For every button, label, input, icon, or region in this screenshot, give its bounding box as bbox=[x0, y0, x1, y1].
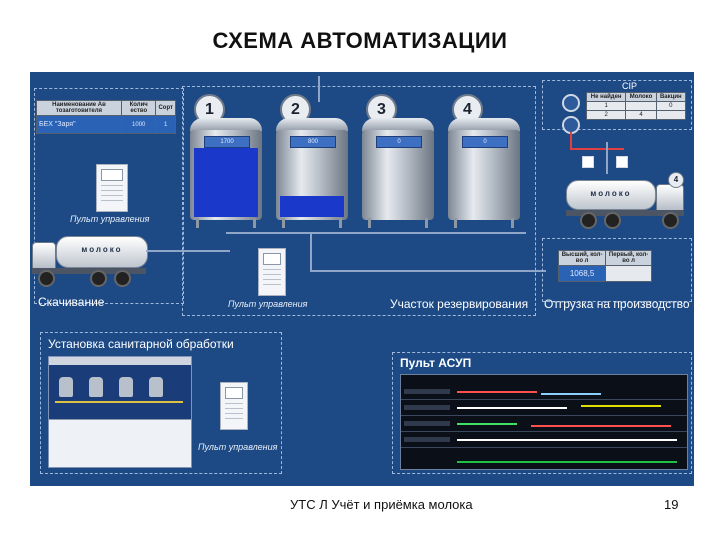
tank-bottom-pipe bbox=[226, 232, 526, 234]
shipment-zone-label: Отгрузка на производство bbox=[544, 297, 690, 311]
tank-3-level: 0 bbox=[376, 136, 422, 148]
cip-header-3: Вакцин bbox=[655, 92, 687, 102]
reservation-control-panel-icon[interactable] bbox=[258, 248, 286, 296]
tank-2[interactable]: 800 bbox=[276, 118, 348, 228]
tank-1-level: 1700 bbox=[204, 136, 250, 148]
shipment-milk-truck: молоко bbox=[564, 176, 688, 229]
intake-header-supplier: Наименование Ав тозаготовителя bbox=[36, 100, 122, 116]
intake-cell-quantity: 1000 bbox=[120, 115, 157, 134]
reservation-control-panel-label: Пульт управления bbox=[228, 299, 308, 309]
intake-zone-label: Скачивание bbox=[38, 295, 105, 309]
intake-cell-supplier: БЕХ "Заря" bbox=[36, 115, 122, 134]
sanitation-screen-preview bbox=[48, 356, 192, 468]
reservation-to-shipment-pipe bbox=[310, 232, 312, 272]
tank-4-level: 0 bbox=[462, 136, 508, 148]
cip-zone bbox=[542, 80, 692, 130]
intake-header-grade: Сорт bbox=[155, 100, 176, 116]
shipment-table: Высший, кол-во л Первый, кол-во л 1068,5 bbox=[557, 250, 652, 282]
cip-return-pipe bbox=[606, 142, 608, 174]
reservation-bottom-pipe bbox=[310, 270, 546, 272]
cip-red-pipe bbox=[570, 132, 572, 150]
cip-cell-2-3 bbox=[655, 110, 687, 120]
intake-control-panel-icon[interactable] bbox=[96, 164, 128, 212]
intake-table: Наименование Ав тозаготовителя Колич ест… bbox=[36, 100, 176, 134]
shipment-cell-first-grade bbox=[605, 265, 652, 282]
shipment-truck-label: молоко bbox=[590, 189, 632, 198]
cip-cell-2-2: 4 bbox=[625, 110, 657, 120]
cip-right-valve-icon[interactable] bbox=[616, 156, 628, 168]
sanitation-zone-label: Установка санитарной обработки bbox=[48, 337, 234, 351]
tank-3[interactable]: 0 bbox=[362, 118, 434, 228]
reservation-zone bbox=[182, 86, 536, 316]
sanitation-control-panel-label: Пульт управления bbox=[198, 442, 278, 452]
shipment-zone bbox=[542, 238, 692, 302]
sanitation-zone bbox=[40, 332, 282, 474]
intake-cell-grade: 1 bbox=[155, 115, 176, 134]
tank-1[interactable]: 1700 bbox=[190, 118, 262, 228]
tank-4[interactable]: 0 bbox=[448, 118, 520, 228]
intake-zone bbox=[34, 88, 184, 304]
asup-zone-label: Пульт АСУП bbox=[400, 356, 472, 370]
top-feed-pipe bbox=[318, 76, 320, 102]
cip-table: Не найден Молоко Вакцин 1 0 2 4 bbox=[585, 92, 687, 120]
tank-2-level: 800 bbox=[290, 136, 336, 148]
page-number: 19 bbox=[664, 497, 679, 512]
intake-header-quantity: Колич ество bbox=[120, 100, 157, 116]
shipment-header-top-grade: Высший, кол-во л bbox=[557, 250, 607, 266]
cip-cell-2-1: 2 bbox=[585, 110, 627, 120]
cip-header-1: Не найден bbox=[585, 92, 627, 102]
cip-cell-1-1: 1 bbox=[585, 101, 627, 111]
automation-scheme: Наименование Ав тозаготовителя Колич ест… bbox=[30, 72, 694, 486]
cip-pump-icon[interactable] bbox=[562, 94, 580, 112]
shipment-cell-top-grade: 1068,5 bbox=[557, 265, 607, 282]
tank-1-fill bbox=[194, 148, 258, 217]
cip-cell-1-3: 0 bbox=[655, 101, 687, 111]
cip-label: CIP bbox=[622, 81, 638, 91]
intake-milk-truck: молоко bbox=[30, 232, 150, 287]
shipment-badge: 4 bbox=[668, 172, 684, 188]
asup-zone bbox=[392, 352, 692, 474]
sanitation-control-panel-icon[interactable] bbox=[220, 382, 248, 430]
cip-cell-1-2 bbox=[625, 101, 657, 111]
cip-red-pipe-horizontal bbox=[570, 148, 624, 150]
shipment-header-first-grade: Первый, кол-во л bbox=[605, 250, 652, 266]
intake-truck-label: молоко bbox=[81, 245, 123, 254]
asup-trend-screen bbox=[400, 374, 688, 470]
intake-control-panel-label: Пульт управления bbox=[70, 214, 150, 224]
tank-2-fill bbox=[280, 196, 344, 217]
cip-left-valve-icon[interactable] bbox=[582, 156, 594, 168]
slide-footer: УТС Л Учёт и приёмка молока bbox=[290, 497, 473, 512]
slide-title: СХЕМА АВТОМАТИЗАЦИИ bbox=[212, 28, 508, 53]
reservation-zone-label: Участок резервирования bbox=[390, 297, 529, 311]
intake-pipe bbox=[146, 250, 230, 252]
cip-header-2: Молоко bbox=[625, 92, 657, 102]
